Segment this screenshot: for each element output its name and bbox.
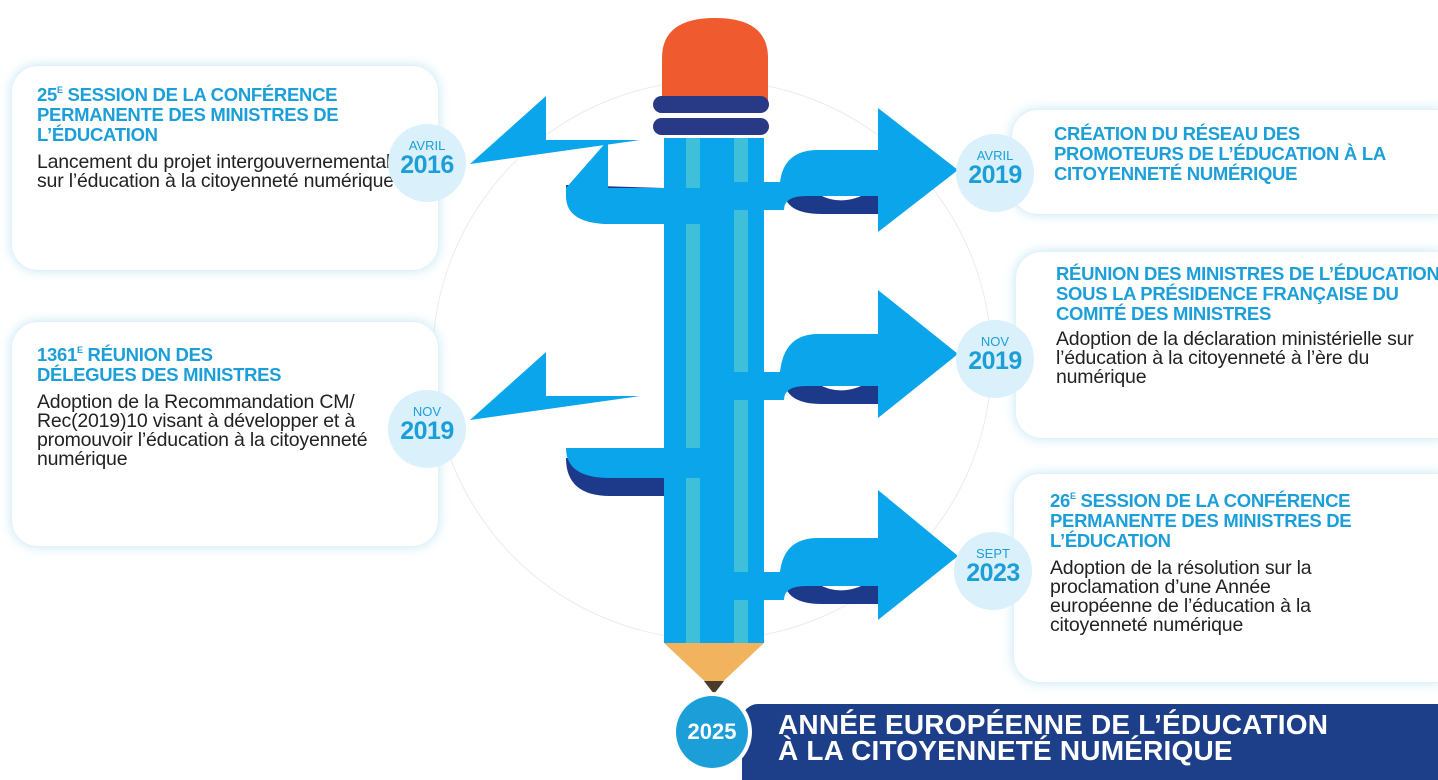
date-badge-2023: SEPT 2023	[954, 532, 1032, 610]
event-card-reseau: CRÉATION DU RÉSEAU DES PROMOTEURS DE L’É…	[1012, 110, 1438, 214]
badge-month: AVRIL	[408, 138, 446, 153]
event-description: Adoption de la Recommandation CM/ Rec(20…	[37, 391, 368, 470]
date-badge-2019-nov-left: NOV 2019	[388, 390, 466, 468]
event-card-1361: 1361E RÉUNION DES DÉLEGUES DES MINISTRES…	[12, 322, 438, 546]
event-title: 1361E RÉUNION DES DÉLEGUES DES MINISTRES	[37, 344, 282, 385]
event-card-2016: 25E SESSION DE LA CONFÉRENCE PERMANENTE …	[12, 66, 438, 270]
event-title: CRÉATION DU RÉSEAU DES PROMOTEURS DE L’É…	[1054, 123, 1386, 184]
badge-year: 2019	[968, 161, 1022, 189]
event-card-2023: 26E SESSION DE LA CONFÉRENCE PERMANENTE …	[1014, 474, 1438, 682]
pencil-wood-tip	[664, 643, 764, 690]
event-description: Lancement du projet intergouvernemental …	[37, 151, 394, 192]
event-title: 25E SESSION DE LA CONFÉRENCE PERMANENTE …	[37, 84, 339, 145]
left-arrow-2019	[470, 352, 700, 496]
event-title: RÉUNION DES MINISTRES DE L’ÉDUCATION SOU…	[1056, 263, 1438, 324]
pencil-ferrule-band	[653, 96, 769, 113]
final-year-circle: 2025	[676, 696, 748, 768]
badge-month: AVRIL	[976, 148, 1014, 163]
left-arrow-2016	[470, 96, 700, 224]
badge-year: 2016	[400, 151, 454, 179]
event-title: 26E SESSION DE LA CONFÉRENCE PERMANENTE …	[1050, 490, 1352, 551]
badge-year: 2023	[966, 559, 1020, 587]
right-arrow-2019-avril	[730, 108, 958, 232]
badge-month: NOV	[412, 404, 442, 419]
final-banner-title: ANNÉE EUROPÉENNE DE L’ÉDUCATION À LA CIT…	[778, 709, 1329, 766]
right-arrow-2019-nov	[730, 290, 958, 418]
event-description: Adoption de la résolution sur la proclam…	[1050, 557, 1312, 636]
final-year: 2025	[687, 719, 737, 744]
event-description: Adoption de la déclaration ministérielle…	[1056, 328, 1414, 388]
pencil-lead	[704, 681, 724, 694]
final-banner: ANNÉE EUROPÉENNE DE L’ÉDUCATION À LA CIT…	[742, 704, 1438, 780]
pencil-ferrule-band	[653, 118, 769, 135]
event-card-reunion: RÉUNION DES MINISTRES DE L’ÉDUCATION SOU…	[1016, 252, 1438, 438]
pencil-stripe	[686, 138, 700, 643]
badge-month: NOV	[980, 334, 1010, 349]
date-badge-2019-nov-right: NOV 2019	[956, 320, 1034, 398]
badge-year: 2019	[968, 347, 1022, 375]
date-badge-2016: AVRIL 2016	[388, 124, 466, 202]
pencil-eraser	[662, 18, 768, 105]
badge-month: SEPT	[976, 546, 1010, 561]
badge-year: 2019	[400, 417, 454, 445]
right-arrow-2023	[730, 490, 958, 620]
date-badge-2019-avril: AVRIL 2019	[956, 134, 1034, 212]
